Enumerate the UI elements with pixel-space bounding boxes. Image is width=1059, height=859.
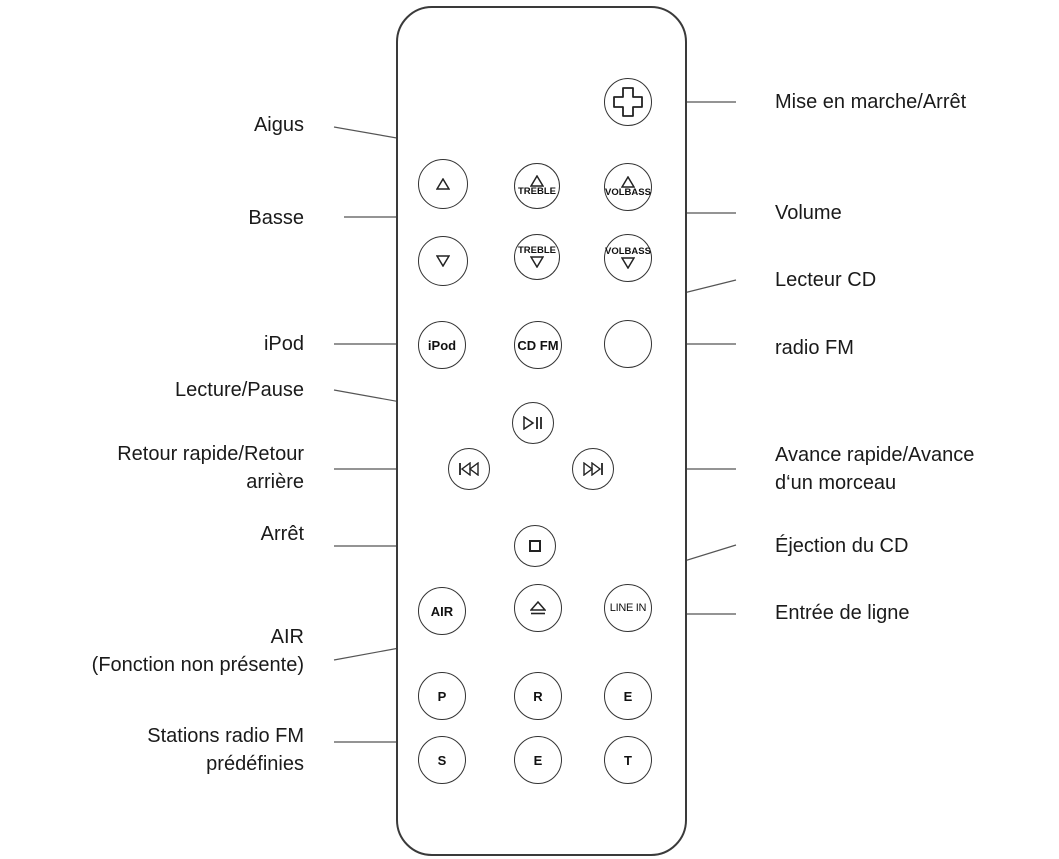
preset-button-p[interactable]: P <box>418 672 466 720</box>
plus-cross-icon <box>613 87 643 117</box>
label-fm: radio FM <box>775 337 854 359</box>
preset-label: E <box>623 688 633 704</box>
triangle-down-icon <box>436 255 450 267</box>
label-line-in: Entrée de ligne <box>775 602 910 624</box>
preset-button-r[interactable]: R <box>514 672 562 720</box>
volume-down-button[interactable]: VOLBASS <box>604 234 652 282</box>
stop-button[interactable] <box>514 525 556 567</box>
preset-label: S <box>437 752 447 768</box>
air-button[interactable]: AIR <box>418 587 466 635</box>
cd-button-label: CD FM <box>517 337 559 353</box>
treble-up-button[interactable]: TREBLE <box>514 163 560 209</box>
triangle-up-icon <box>436 178 450 190</box>
line-in-button[interactable]: LINE IN <box>604 584 652 632</box>
label-stop: Arrêt <box>260 523 304 545</box>
treble-down-label: TREBLE <box>518 245 556 257</box>
treble-up-label: TREBLE <box>518 186 556 198</box>
eject-icon <box>530 601 546 615</box>
cd-button[interactable]: CD FM <box>514 321 562 369</box>
label-rewind-line1: Retour rapide/Retour <box>117 443 304 465</box>
label-rewind-line2: arrière <box>246 471 304 493</box>
stop-icon <box>529 540 541 552</box>
triangle-up-icon <box>621 176 635 188</box>
play-pause-button[interactable] <box>512 402 554 444</box>
label-play-pause: Lecture/Pause <box>175 379 304 401</box>
eject-button[interactable] <box>514 584 562 632</box>
label-cd: Lecteur CD <box>775 269 877 291</box>
ipod-button[interactable]: iPod <box>418 321 466 369</box>
ipod-button-label: iPod <box>427 337 457 353</box>
bass-down-button[interactable] <box>418 236 468 286</box>
label-presets-line1: Stations radio FM <box>147 725 304 747</box>
triangle-down-icon <box>621 257 635 269</box>
skip-forward-icon <box>583 462 603 476</box>
play-pause-icon <box>523 416 542 430</box>
preset-button-s[interactable]: S <box>418 736 466 784</box>
label-presets-line2: prédéfinies <box>206 753 304 775</box>
rewind-button[interactable] <box>448 448 490 490</box>
preset-button-e[interactable]: E <box>604 672 652 720</box>
line-in-button-label: LINE IN <box>609 601 647 614</box>
triangle-down-icon <box>530 256 544 268</box>
skip-back-icon <box>459 462 479 476</box>
label-treble: Aigus <box>253 114 304 136</box>
preset-label: T <box>624 752 632 768</box>
label-power: Mise en marche/Arrêt <box>775 91 967 113</box>
triangle-up-icon <box>530 175 544 187</box>
label-eject: Éjection du CD <box>775 535 909 557</box>
label-ipod: iPod <box>263 333 304 355</box>
forward-button[interactable] <box>572 448 614 490</box>
preset-button-t[interactable]: T <box>604 736 652 784</box>
label-volume: Volume <box>775 202 842 224</box>
air-button-label: AIR <box>430 603 454 619</box>
preset-label: E <box>533 752 543 768</box>
volume-up-button[interactable]: VOLBASS <box>604 163 652 211</box>
label-bass: Basse <box>248 207 304 229</box>
preset-label: R <box>533 688 543 704</box>
volume-down-label: VOLBASS <box>605 246 651 258</box>
label-forward-line2: d‘un morceau <box>775 472 897 494</box>
bass-up-button[interactable] <box>418 159 468 209</box>
label-air-line2: (Fonction non présente) <box>91 654 304 676</box>
fm-button[interactable] <box>604 320 652 368</box>
volume-up-label: VOLBASS <box>605 187 651 199</box>
treble-down-button[interactable]: TREBLE <box>514 234 560 280</box>
power-button[interactable] <box>604 78 652 126</box>
label-air-line1: AIR <box>270 626 304 648</box>
preset-label: P <box>437 688 447 704</box>
preset-button-e2[interactable]: E <box>514 736 562 784</box>
label-forward-line1: Avance rapide/Avance <box>775 444 975 466</box>
